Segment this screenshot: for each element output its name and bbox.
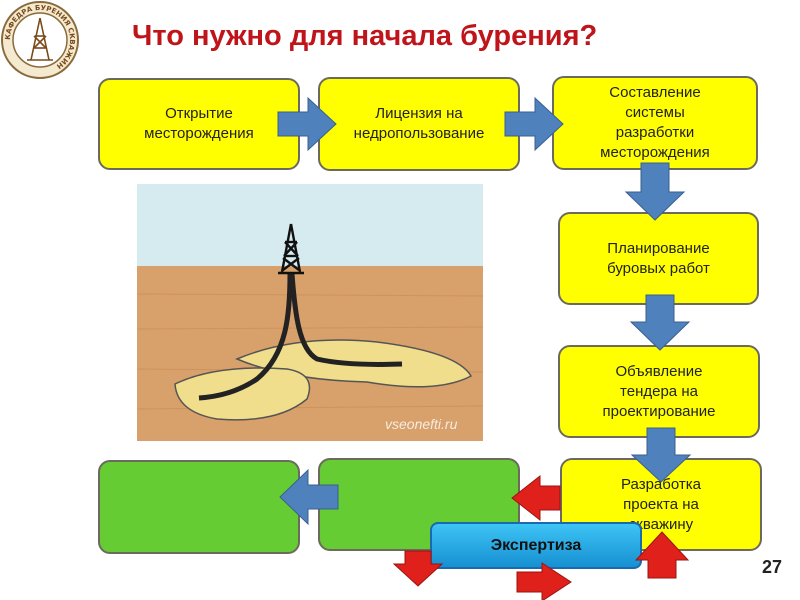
department-logo: КАФЕДРА БУРЕНИЯ СКВАЖИН [1,1,79,79]
well-illustration: vseonefti.ru [137,184,483,441]
box-design-tender: Объявление тендера на проектирование [558,345,760,438]
box-development-system: Составление системы разработки месторожд… [552,76,758,170]
illustration-watermark: vseonefti.ru [385,416,458,432]
expertise-box: Экспертиза [430,522,642,569]
derrick-icon [278,223,304,275]
box-field-discovery: Открытие месторождения [98,78,300,170]
reservoir-lower [174,367,311,421]
derrick-logo-icon [27,17,53,61]
box-drilling-planning: Планирование буровых работ [558,212,759,305]
box-green-1 [98,460,300,554]
page-title: Что нужно для начала бурения? [132,20,598,52]
box-subsoil-license: Лицензия на недропользование [318,77,520,171]
page-number: 27 [762,557,783,577]
